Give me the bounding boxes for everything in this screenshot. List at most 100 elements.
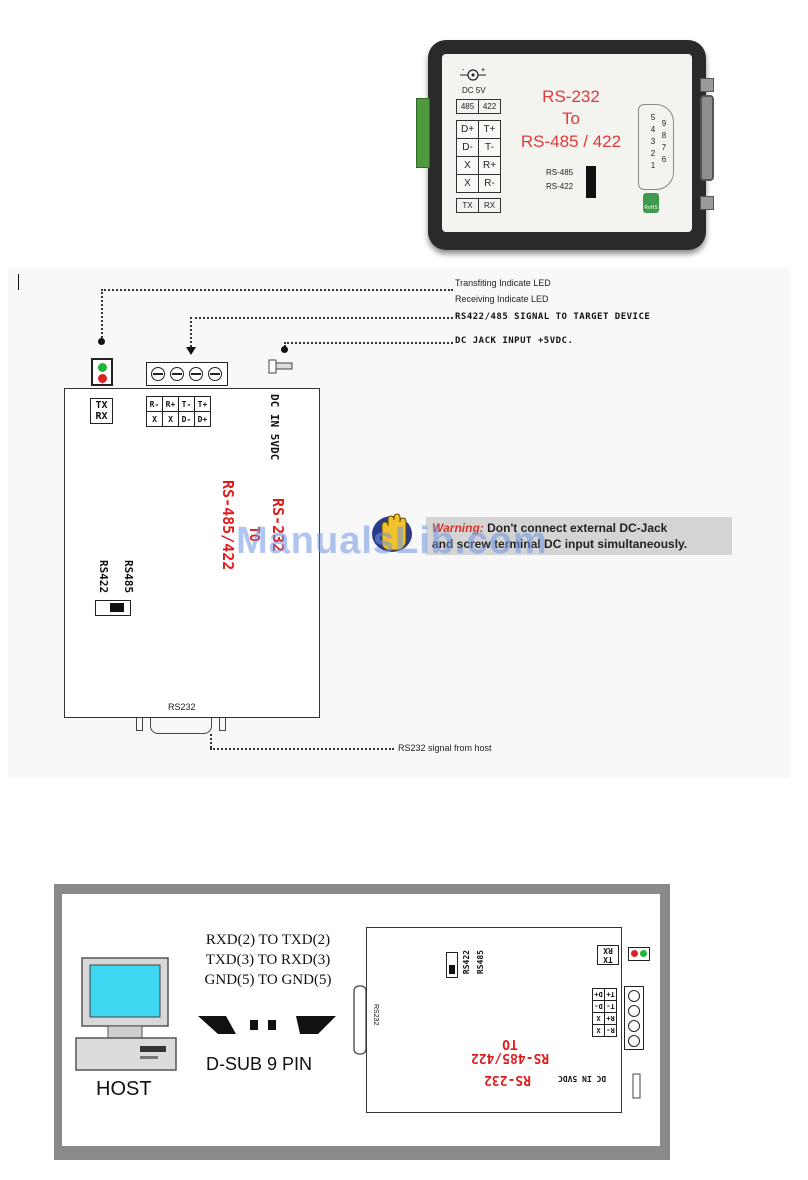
callout-host: RS232 signal from host bbox=[398, 743, 492, 753]
leader-host bbox=[210, 748, 394, 750]
dc-jack-icon bbox=[268, 359, 293, 374]
db9-pin-label: 6 bbox=[661, 155, 667, 164]
host-label: HOST bbox=[96, 1078, 152, 1100]
screw-icon bbox=[628, 1035, 640, 1047]
screw-icon bbox=[628, 1005, 640, 1017]
rx-label: RX bbox=[95, 411, 108, 422]
rx-label: RX bbox=[603, 946, 613, 955]
led-indicator-box bbox=[91, 358, 113, 386]
dc-in-label: DC IN 5VDC bbox=[268, 394, 281, 461]
callout-tx-led: Transfiting Indicate LED bbox=[455, 278, 551, 288]
title-rs485-422-bottom: RS-485/422 bbox=[470, 1050, 550, 1065]
converter-outline-bottom bbox=[366, 927, 622, 1113]
warning-text: Warning: Don't connect external DC-Jack … bbox=[432, 520, 687, 552]
warning-line1: Don't connect external DC-Jack bbox=[483, 521, 668, 535]
photo-title-line1: RS-232 bbox=[542, 87, 600, 106]
warning-hand-icon bbox=[372, 513, 412, 552]
photo-switch-bottom-label: RS-422 bbox=[546, 182, 574, 191]
screw-terminal-block bbox=[146, 362, 228, 386]
title-block-bottom: RS-485/422 TO bbox=[462, 1036, 558, 1065]
leader-signal bbox=[190, 317, 453, 319]
svg-text:+: + bbox=[481, 67, 485, 74]
photo-power-label: DC 5V bbox=[462, 86, 486, 95]
title-to-bottom: TO bbox=[502, 1036, 518, 1051]
mode-switch[interactable] bbox=[95, 600, 131, 616]
leader-end-dot bbox=[98, 338, 105, 345]
db9-pin-label: 7 bbox=[661, 143, 667, 152]
terminal-cell: X bbox=[592, 1012, 605, 1025]
led-indicator-bottom bbox=[628, 947, 650, 961]
connection-line: RXD(2) TO TXD(2) bbox=[205, 932, 331, 948]
watermark: ManualsLib.com bbox=[236, 520, 548, 562]
leader-signal-vertical bbox=[190, 317, 192, 351]
callout-rx-led: Receiving Indicate LED bbox=[455, 294, 549, 304]
pin-cell: X bbox=[456, 174, 479, 193]
dsub-label: D-SUB 9 PIN bbox=[206, 1054, 313, 1074]
arrow-down-icon bbox=[186, 347, 196, 355]
terminal-cell: D- bbox=[592, 1000, 605, 1013]
terminal-cell: D+ bbox=[194, 411, 211, 427]
callout-dc-jack: DC JACK INPUT +5VDC. bbox=[455, 336, 574, 346]
led-green-icon bbox=[98, 363, 107, 372]
db9-screw-bottom bbox=[700, 196, 714, 210]
led-cell: RX bbox=[478, 198, 501, 213]
led-red-icon bbox=[98, 374, 107, 383]
rohs-logo: RoHS bbox=[643, 193, 659, 213]
screw-icon bbox=[170, 367, 184, 381]
led-cell: TX bbox=[456, 198, 479, 213]
host-computer-icon bbox=[75, 957, 177, 1071]
pin-cell: X bbox=[456, 156, 479, 175]
connector-tab bbox=[219, 718, 226, 731]
terminal-cell: T+ bbox=[194, 396, 211, 412]
callout-signal: RS422/485 SIGNAL TO TARGET DEVICE bbox=[455, 312, 651, 322]
dc-in-label-bottom: DC IN 5VDC bbox=[558, 1074, 607, 1083]
pin-cell: R- bbox=[478, 174, 501, 193]
rs232-connector bbox=[150, 718, 212, 734]
terminal-pin-grid: R- R+ T- T+ X X D- D+ bbox=[146, 396, 211, 427]
terminal-cell: X bbox=[592, 1024, 605, 1037]
connection-line: GND(5) TO GND(5) bbox=[204, 972, 332, 988]
leader-tx-led-vertical bbox=[101, 289, 103, 341]
tx-label: TX bbox=[603, 955, 613, 964]
leader-dc-jack bbox=[284, 342, 453, 344]
rs232-label-bottom: RS232 bbox=[372, 1004, 379, 1026]
photo-title-line3: RS-485 / 422 bbox=[520, 132, 622, 151]
title-rs232: RS-232 bbox=[269, 498, 287, 553]
screw-icon bbox=[189, 367, 203, 381]
dc-jack-bottom-icon bbox=[632, 1073, 641, 1099]
txrx-label-bottom: TX RX bbox=[597, 945, 619, 965]
leader-host-vertical bbox=[210, 734, 212, 748]
pin-cell: R+ bbox=[478, 156, 501, 175]
terminal-cell: T- bbox=[178, 396, 195, 412]
pin-cell: D+ bbox=[456, 120, 479, 139]
photo-title-line2: To bbox=[562, 109, 580, 128]
terminal-cell: X bbox=[162, 411, 179, 427]
terminal-cell: X bbox=[146, 411, 163, 427]
switch-knob bbox=[110, 603, 124, 612]
terminal-cell: T- bbox=[604, 1000, 617, 1013]
switch-rs485-label-bottom: RS485 bbox=[476, 950, 485, 975]
terminal-cell: T+ bbox=[604, 988, 617, 1001]
db9-pin-label: 3 bbox=[650, 137, 656, 146]
svg-text:-: - bbox=[462, 67, 465, 74]
connection-list: RXD(2) TO TXD(2) TXD(3) TO RXD(3) GND(5)… bbox=[178, 930, 358, 990]
led-red-icon bbox=[631, 950, 638, 957]
db9-screw-top bbox=[700, 78, 714, 92]
rs232-connector-side bbox=[353, 985, 367, 1055]
warning-box bbox=[426, 517, 732, 555]
terminal-cell: D+ bbox=[592, 988, 605, 1001]
screw-icon bbox=[628, 1020, 640, 1032]
mode-cell: 422 bbox=[478, 99, 501, 114]
db9-pin-label: 1 bbox=[650, 161, 656, 170]
pin-cell: D- bbox=[456, 138, 479, 157]
text-cursor-mark bbox=[18, 274, 19, 290]
screw-terminal-bottom bbox=[624, 986, 644, 1050]
db9-pin-label: 4 bbox=[650, 125, 656, 134]
db9-pin-label: 8 bbox=[661, 131, 667, 140]
mode-switch-bottom bbox=[446, 952, 458, 978]
terminal-cell: D- bbox=[178, 411, 195, 427]
connection-line: TXD(3) TO RXD(3) bbox=[205, 952, 331, 968]
switch-rs422-label: RS422 bbox=[97, 560, 110, 594]
